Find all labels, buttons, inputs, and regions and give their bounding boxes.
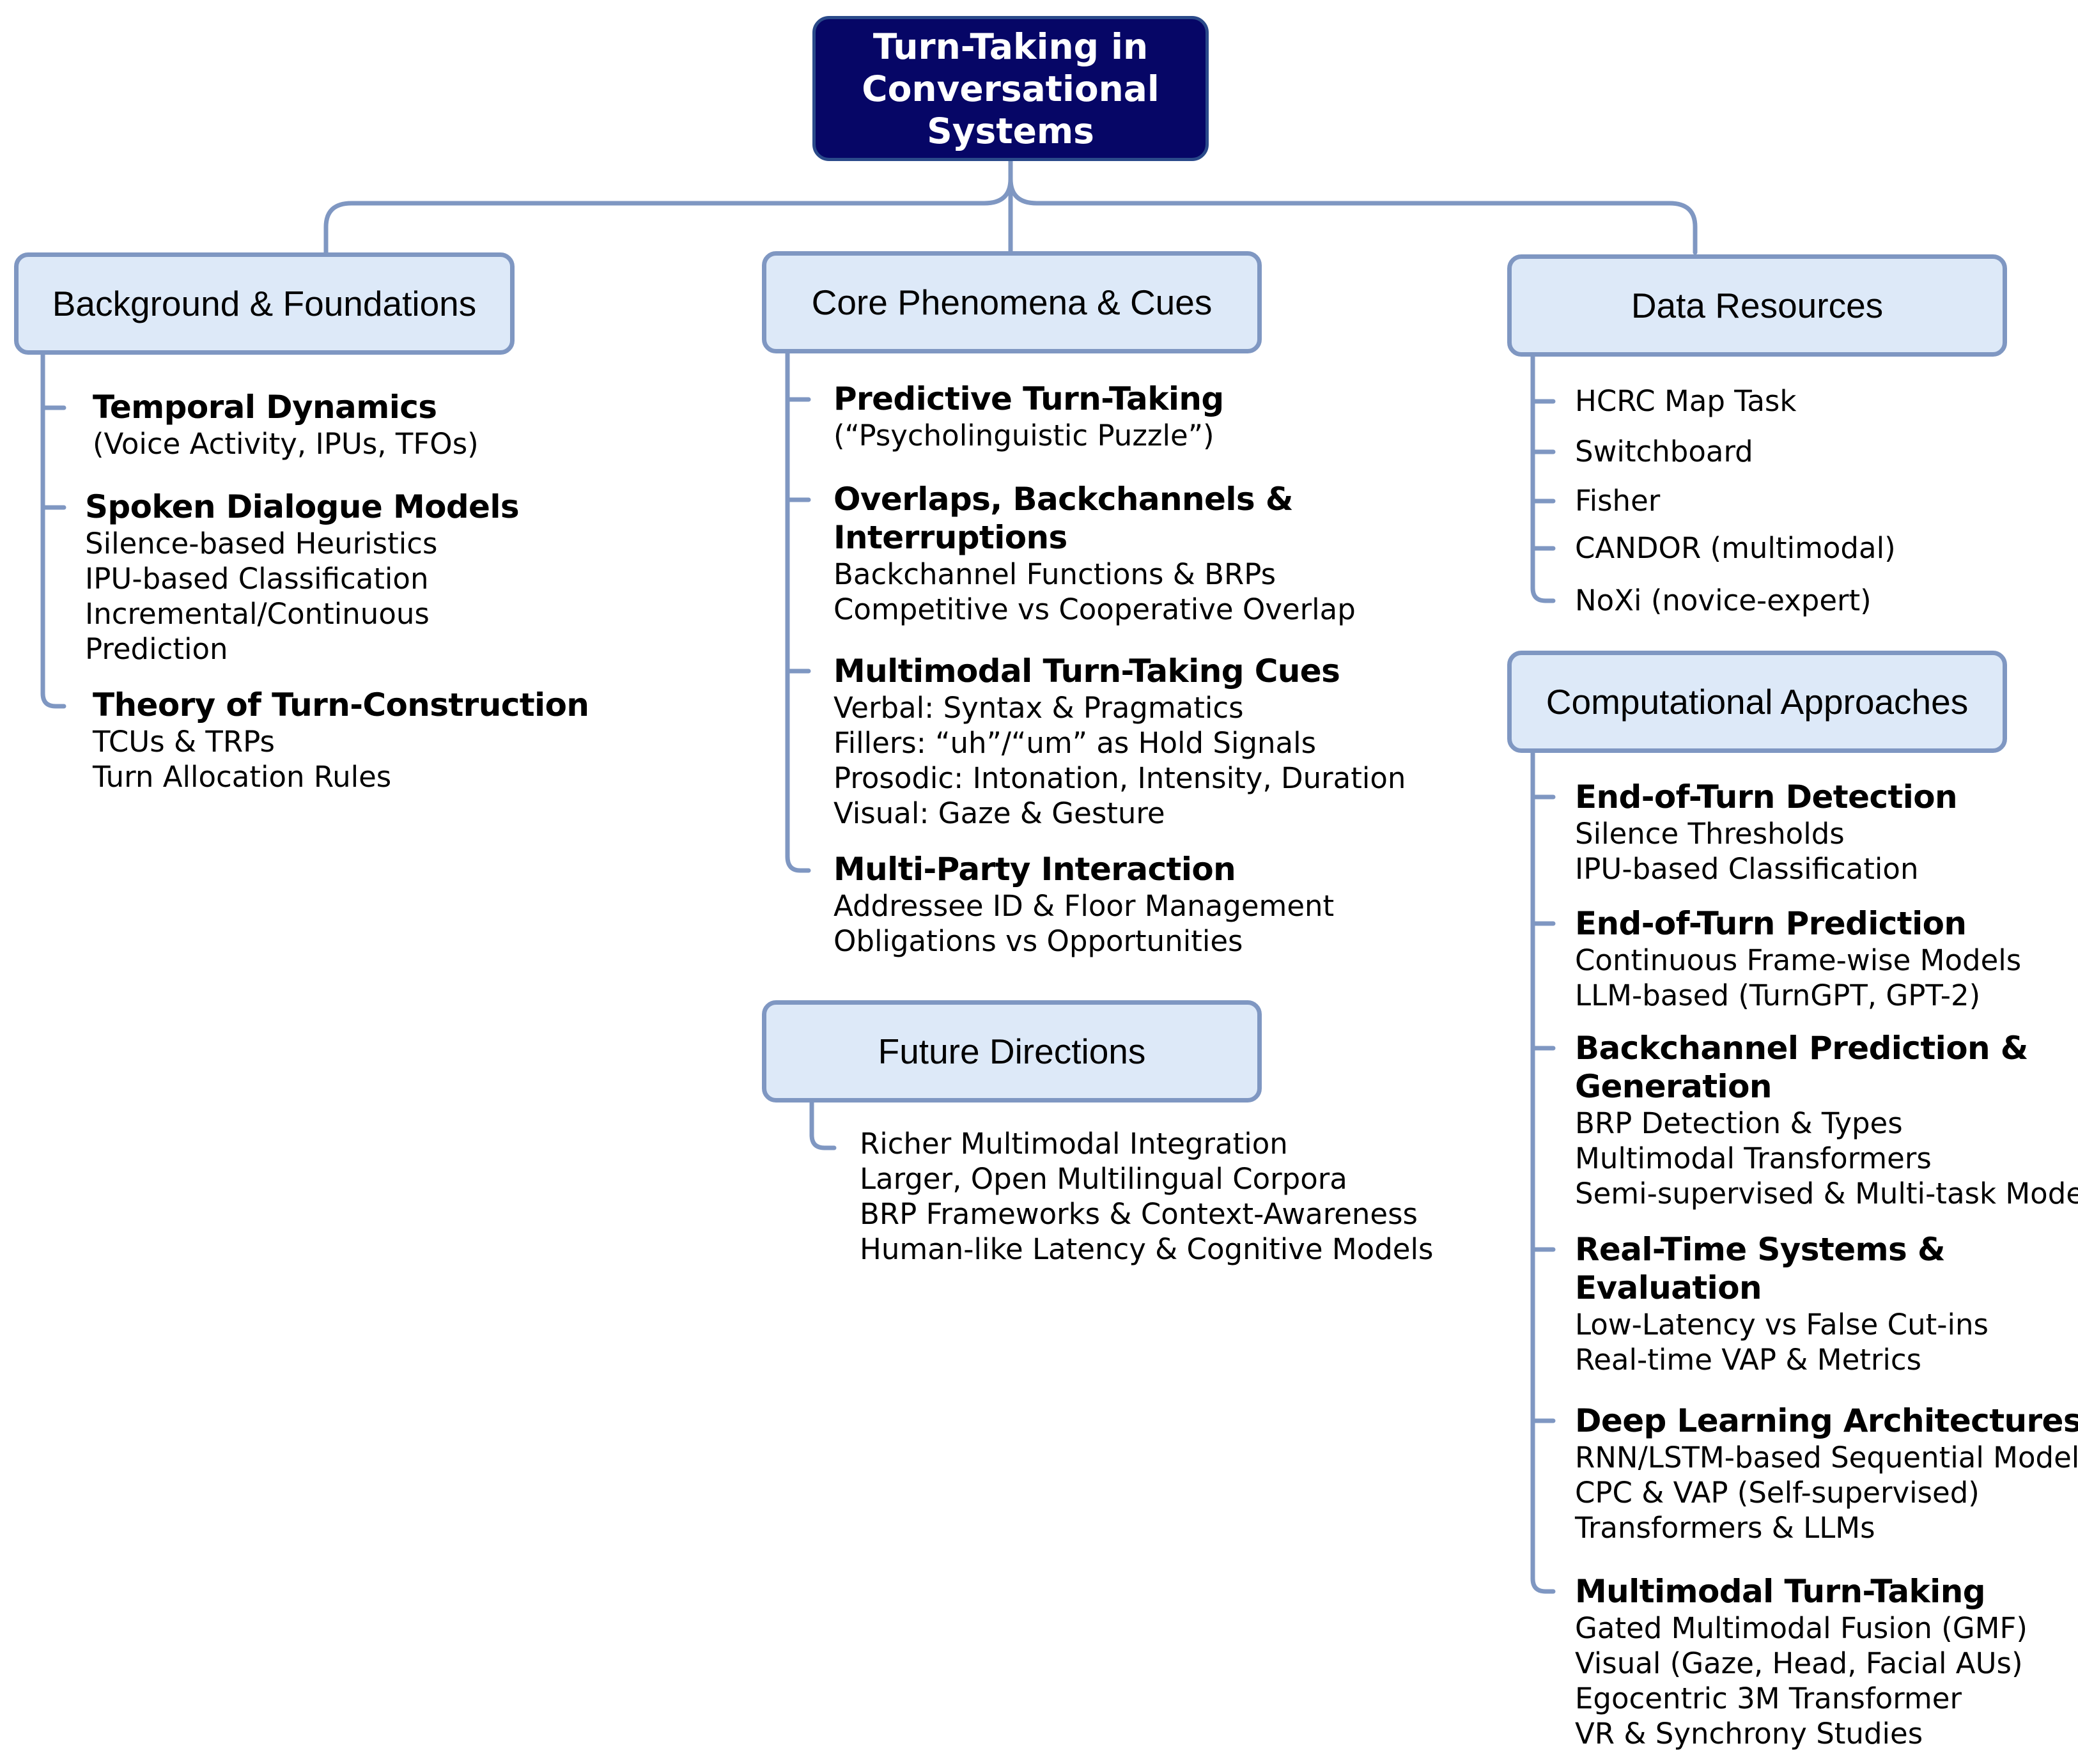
- group-item: LLM-based (TurnGPT, GPT-2): [1575, 979, 1981, 1012]
- root-node: Turn-Taking in Conversational Systems: [812, 16, 1209, 161]
- background-foundations-box: Background & Foundations: [14, 252, 515, 355]
- data-resources-box: Data Resources: [1507, 254, 2007, 357]
- group-item: Continuous Frame-wise Models: [1575, 943, 2022, 977]
- future-directions-box: Future Directions: [762, 1000, 1262, 1102]
- group-heading: Generation: [1575, 1068, 1772, 1105]
- group-heading: Multimodal Turn-Taking: [1575, 1573, 1986, 1610]
- computational-group-eot-prediction: End-of-Turn Prediction Continuous Frame-…: [1575, 904, 2021, 1013]
- group-item: Prosodic: Intonation, Intensity, Duratio…: [834, 761, 1406, 795]
- group-item: Low-Latency vs False Cut-ins: [1575, 1308, 1989, 1342]
- data-resource-item: Fisher: [1575, 484, 1661, 518]
- group-item: Silence-based Heuristics: [85, 527, 438, 561]
- group-heading: Theory of Turn-Construction: [93, 686, 589, 723]
- group-heading: Evaluation: [1575, 1269, 1762, 1306]
- computational-approaches-box: Computational Approaches: [1507, 651, 2007, 753]
- group-item: Multimodal Transformers: [1575, 1141, 1932, 1175]
- computational-group-real-time: Real-Time Systems & Evaluation Low-Laten…: [1575, 1230, 1989, 1377]
- computational-group-backchannel: Backchannel Prediction & Generation BRP …: [1575, 1029, 2078, 1211]
- core-phenomena-title: Core Phenomena & Cues: [811, 282, 1213, 322]
- group-item: IPU-based Classification: [85, 562, 429, 596]
- group-item: TCUs & TRPs: [93, 725, 275, 759]
- group-item: Backchannel Functions & BRPs: [834, 557, 1276, 591]
- group-heading: Spoken Dialogue Models: [85, 488, 520, 525]
- background-group-turn-construction: Theory of Turn-Construction TCUs & TRPs …: [93, 686, 589, 794]
- group-heading: Overlaps, Backchannels &: [834, 481, 1293, 518]
- group-heading: Interruptions: [834, 519, 1067, 556]
- data-resource-item: Switchboard: [1575, 435, 1753, 468]
- connector-computational: [1530, 750, 1556, 1594]
- group-heading: Multi-Party Interaction: [834, 851, 1236, 888]
- group-item: CPC & VAP (Self-supervised): [1575, 1476, 1980, 1510]
- group-item: Gated Multimodal Fusion (GMF): [1575, 1611, 2028, 1645]
- list-item: BRP Frameworks & Context-Awareness: [860, 1197, 1418, 1231]
- group-item: Obligations vs Opportunities: [834, 924, 1243, 958]
- list-item: Larger, Open Multilingual Corpora: [860, 1162, 1347, 1196]
- group-item: Egocentric 3M Transformer: [1575, 1682, 1962, 1715]
- core-group-multimodal-cues: Multimodal Turn-Taking Cues Verbal: Synt…: [834, 652, 1406, 831]
- list-item: Human-like Latency & Cognitive Models: [860, 1232, 1434, 1266]
- background-group-spoken-dialogue: Spoken Dialogue Models Silence-based Heu…: [85, 488, 520, 667]
- group-item: Addressee ID & Floor Management: [834, 889, 1335, 923]
- computational-group-eot-detection: End-of-Turn Detection Silence Thresholds…: [1575, 778, 1958, 886]
- data-resources-title: Data Resources: [1631, 286, 1884, 325]
- core-group-overlaps: Overlaps, Backchannels & Interruptions B…: [834, 480, 1356, 627]
- group-item: (Voice Activity, IPUs, TFOs): [93, 427, 479, 461]
- group-heading: Temporal Dynamics: [93, 389, 437, 426]
- core-group-multi-party: Multi-Party Interaction Addressee ID & F…: [834, 850, 1334, 959]
- group-item: Semi-supervised & Multi-task Models: [1575, 1177, 2078, 1211]
- future-directions-list: Richer Multimodal Integration Larger, Op…: [860, 1126, 1433, 1267]
- core-phenomena-box: Core Phenomena & Cues: [762, 251, 1262, 353]
- group-item: Visual: Gaze & Gesture: [834, 796, 1165, 830]
- group-item: Silence Thresholds: [1575, 817, 1845, 851]
- group-item: Real-time VAP & Metrics: [1575, 1343, 1922, 1377]
- background-foundations-title: Background & Foundations: [52, 284, 477, 323]
- group-item: Incremental/Continuous: [85, 597, 430, 631]
- group-heading: End-of-Turn Prediction: [1575, 905, 1967, 942]
- connector-data: [1530, 353, 1556, 603]
- group-heading: Real-Time Systems &: [1575, 1231, 1946, 1268]
- future-directions-title: Future Directions: [878, 1032, 1146, 1071]
- connector-background: [40, 349, 66, 709]
- group-item: Visual (Gaze, Head, Facial AUs): [1575, 1646, 2023, 1680]
- group-item: Transformers & LLMs: [1575, 1511, 1875, 1545]
- connector-future: [809, 1098, 837, 1150]
- group-item: Verbal: Syntax & Pragmatics: [834, 691, 1244, 725]
- data-resource-item: CANDOR (multimodal): [1575, 531, 1896, 565]
- group-item: BRP Detection & Types: [1575, 1106, 1903, 1140]
- group-heading: Deep Learning Architectures: [1575, 1402, 2078, 1439]
- computational-group-multimodal: Multimodal Turn-Taking Gated Multimodal …: [1575, 1572, 2028, 1751]
- connector-core: [785, 349, 811, 873]
- computational-approaches-title: Computational Approaches: [1546, 682, 1969, 722]
- background-group-temporal: Temporal Dynamics (Voice Activity, IPUs,…: [93, 388, 479, 461]
- group-item: Prediction: [85, 632, 228, 666]
- data-resource-item: HCRC Map Task: [1575, 384, 1797, 418]
- group-item: Turn Allocation Rules: [93, 760, 392, 794]
- computational-group-deep-learning: Deep Learning Architectures RNN/LSTM-bas…: [1575, 1402, 2078, 1545]
- group-item: (“Psycholinguistic Puzzle”): [834, 419, 1214, 453]
- root-title-line-1: Turn-Taking in: [872, 26, 1149, 67]
- connector-root-bus: [323, 176, 1698, 255]
- root-title-line-2: Conversational Systems: [862, 68, 1159, 151]
- core-group-predictive: Predictive Turn-Taking (“Psycholinguisti…: [834, 380, 1224, 453]
- group-heading: Predictive Turn-Taking: [834, 380, 1224, 417]
- list-item: Richer Multimodal Integration: [860, 1127, 1288, 1161]
- group-item: Competitive vs Cooperative Overlap: [834, 592, 1356, 626]
- group-heading: End-of-Turn Detection: [1575, 778, 1958, 816]
- group-item: Fillers: “uh”/“um” as Hold Signals: [834, 726, 1317, 760]
- group-item: RNN/LSTM-based Sequential Models: [1575, 1441, 2078, 1474]
- group-item: VR & Synchrony Studies: [1575, 1717, 1923, 1751]
- group-heading: Multimodal Turn-Taking Cues: [834, 653, 1340, 690]
- group-heading: Backchannel Prediction &: [1575, 1030, 2028, 1067]
- group-item: IPU-based Classification: [1575, 852, 1919, 886]
- data-resource-item: NoXi (novice-expert): [1575, 584, 1872, 617]
